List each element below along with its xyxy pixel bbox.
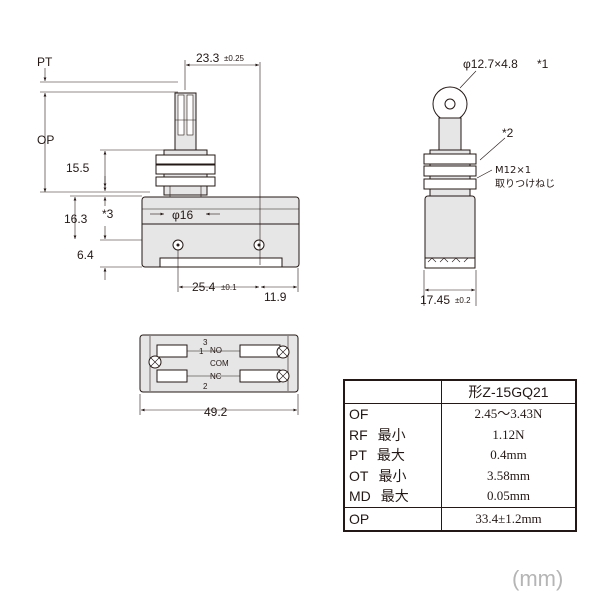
tol-25-4: ±0.1 xyxy=(221,283,237,292)
side-body xyxy=(424,195,476,269)
spec-value: 1.12N xyxy=(492,426,525,442)
spec-row-op: OP 33.4±1.2mm xyxy=(344,506,576,531)
dim-49-2: 49.2 xyxy=(204,405,228,419)
thread-dim: M12×1 xyxy=(495,165,531,176)
spec-row-rf: RF 最小 1.12N xyxy=(344,424,576,445)
terminal-3: 3 xyxy=(203,338,208,347)
dim-16-3: 16.3 xyxy=(64,212,88,226)
dim-phi16: φ16 xyxy=(172,208,193,222)
spec-row-pt: PT 最大 0.4mm xyxy=(344,445,576,466)
spec-header-row: 形Z-15GQ21 xyxy=(344,380,576,404)
spec-label: OT xyxy=(349,467,369,484)
spec-label: MD xyxy=(349,488,371,505)
spec-label: RF xyxy=(349,426,368,443)
spec-label: OF xyxy=(349,406,369,423)
op-label: OP xyxy=(37,133,54,147)
pt-label: PT xyxy=(37,55,53,69)
dim-17-45: 17.45 xyxy=(420,293,450,307)
terminal-no: NO xyxy=(210,346,222,355)
tol-17-45: ±0.2 xyxy=(455,296,471,305)
spec-value: 0.05mm xyxy=(487,488,530,504)
dim-15-5: 15.5 xyxy=(66,161,90,175)
spec-value: 0.4mm xyxy=(490,447,527,463)
spec-row-md: MD 最大 0.05mm xyxy=(344,486,576,507)
side-bushing xyxy=(423,149,477,197)
terminal-right-top xyxy=(239,344,281,358)
terminal-2: 2 xyxy=(203,382,208,391)
dim-25-4: 25.4 xyxy=(192,280,216,294)
side-view: φ12.7×4.8 *1 *2 M12×1 取りつけねじ 17.45 ±0.2 xyxy=(420,57,555,307)
dim-23-3: 23.3 xyxy=(196,51,220,65)
terminal-left-top xyxy=(156,344,188,358)
spec-label: PT xyxy=(349,447,367,464)
spec-value: 2.45～3.43N xyxy=(474,406,543,422)
spec-table: 形Z-15GQ21 OF 2.45～3.43N RF 最小 1.12N PT 最大 … xyxy=(343,379,577,532)
roller-dim: φ12.7×4.8 xyxy=(463,57,518,71)
bushing xyxy=(155,149,216,198)
note-1: *1 xyxy=(537,57,549,71)
thread-note: 取りつけねじ xyxy=(495,178,555,190)
spec-row-ot: OT 最小 3.58mm xyxy=(344,465,576,486)
spec-qualifier: 最大 xyxy=(376,447,405,464)
front-view: 23.3 ±0.25 PT OP 15.5 *3 16.3 6.4 φ16 xyxy=(37,51,300,304)
terminal-com: COM xyxy=(210,359,229,368)
tol-23-3: ±0.25 xyxy=(224,54,245,63)
note-2: *2 xyxy=(502,126,514,140)
spec-header-empty xyxy=(344,380,442,404)
terminal-right-bottom xyxy=(239,369,281,383)
bottom-view: 3 1 NO COM NC 2 49.2 xyxy=(139,334,299,419)
spec-row-of: OF 2.45～3.43N xyxy=(344,403,576,425)
spec-value: 33.4±1.2mm xyxy=(441,506,576,531)
spec-value: 3.58mm xyxy=(487,467,530,483)
unit-label: (mm) xyxy=(512,566,563,591)
spec-header-model: 形Z-15GQ21 xyxy=(441,380,576,404)
spec-qualifier: 最小 xyxy=(377,426,406,443)
switch-body xyxy=(141,196,300,268)
dim-6-4: 6.4 xyxy=(77,248,94,262)
terminal-nc: NC xyxy=(210,372,222,381)
spec-qualifier: 最小 xyxy=(378,467,407,484)
spec-qualifier: 最大 xyxy=(380,488,409,505)
note-3: *3 xyxy=(102,207,114,221)
spec-label: OP xyxy=(344,506,442,531)
terminal-left-bottom xyxy=(156,369,188,383)
terminal-1: 1 xyxy=(199,347,204,356)
dim-11-9: 11.9 xyxy=(264,290,287,304)
